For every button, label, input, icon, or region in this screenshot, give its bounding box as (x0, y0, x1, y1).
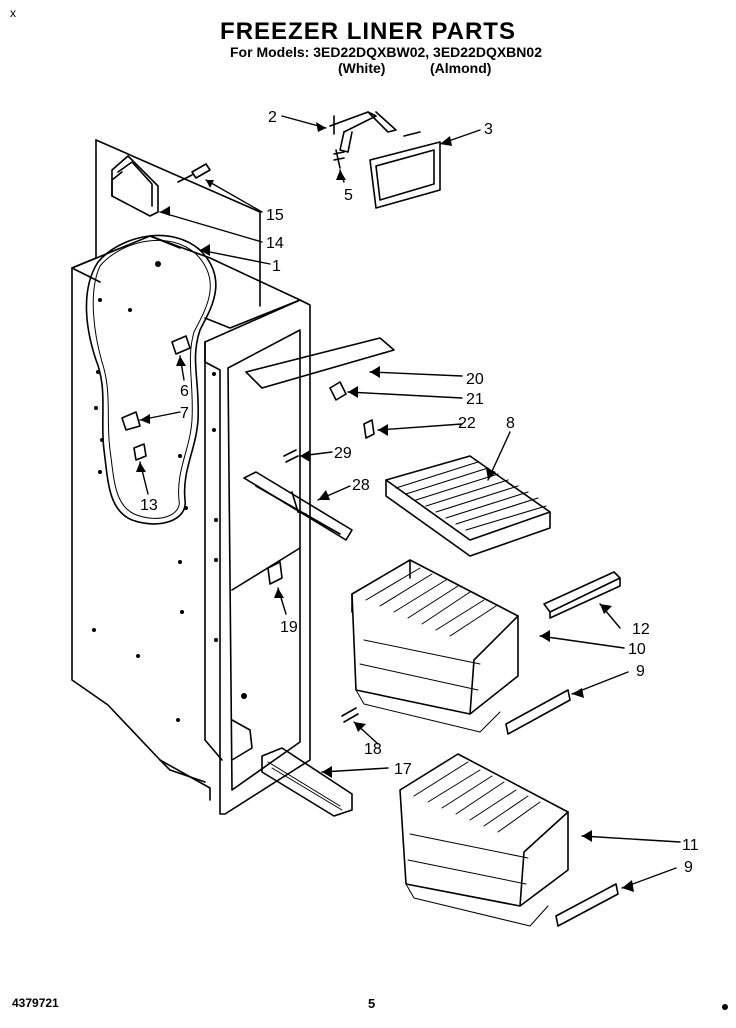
callout-21: 21 (466, 391, 484, 408)
light-lens (369, 131, 441, 209)
callout-13: 13 (140, 497, 158, 514)
callout-1: 1 (272, 258, 281, 275)
screw-29 (283, 449, 299, 463)
foam-seal (85, 234, 217, 525)
callout-10: 10 (628, 641, 646, 658)
variant-almond: (Almond) (430, 60, 492, 76)
clip-21 (329, 381, 347, 401)
corner-dot (722, 1004, 728, 1010)
callout-20: 20 (466, 371, 484, 388)
callout-15: 15 (266, 207, 284, 224)
part-7 (121, 411, 141, 431)
callout-6: 6 (180, 383, 189, 400)
callout-28: 28 (352, 477, 370, 494)
freezer-liner (71, 139, 311, 815)
upper-basket (351, 559, 519, 733)
bottom-trim (261, 747, 353, 817)
callout-7: 7 (180, 405, 189, 422)
part-13 (133, 443, 147, 461)
part-6 (171, 335, 191, 355)
wire-shelf (385, 455, 551, 557)
basket-rail-lower (555, 883, 619, 927)
callout-9-lower: 9 (684, 859, 693, 876)
arrow-heads (136, 122, 634, 892)
part-19 (267, 561, 283, 585)
callout-19: 19 (280, 619, 298, 636)
callout-8: 8 (506, 415, 515, 432)
models-line: For Models: 3ED22DQXBW02, 3ED22DQXBN02 (230, 44, 542, 60)
callout-9-upper: 9 (636, 663, 645, 680)
cover-plate (245, 337, 395, 389)
callout-2: 2 (268, 109, 277, 126)
callout-22: 22 (458, 415, 476, 432)
page-title: FREEZER LINER PARTS (220, 18, 516, 45)
callout-3: 3 (484, 121, 493, 138)
lower-basket (399, 753, 569, 927)
document-number: 4379721 (12, 996, 59, 1010)
corner-mark: x (10, 6, 16, 20)
hinge-bracket (329, 111, 397, 153)
screw-5 (333, 149, 345, 169)
callout-17: 17 (394, 761, 412, 778)
clip-22 (363, 419, 375, 439)
callout-29: 29 (334, 445, 352, 462)
shelf-support (543, 571, 621, 619)
callout-5: 5 (344, 187, 353, 204)
page-number: 5 (368, 996, 376, 1011)
variant-white: (White) (338, 60, 386, 76)
callout-11: 11 (682, 837, 699, 854)
callout-12: 12 (632, 621, 650, 638)
callout-14: 14 (266, 235, 284, 252)
shelf-rail (243, 471, 353, 541)
screw-18 (341, 707, 359, 723)
top-bracket (111, 155, 159, 217)
callout-18: 18 (364, 741, 382, 758)
screw-15 (177, 163, 211, 183)
basket-rail-upper (505, 689, 571, 735)
